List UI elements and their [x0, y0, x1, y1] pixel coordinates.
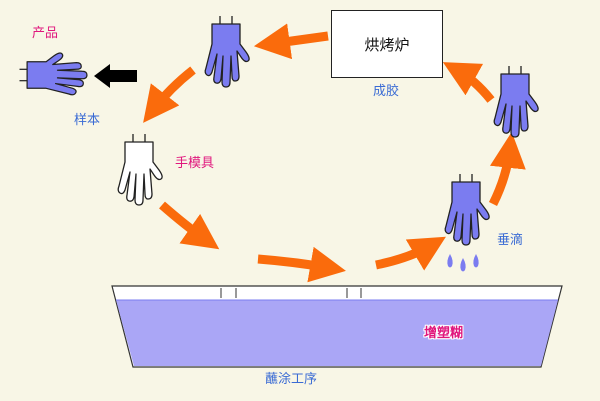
arrow-oven-to-hand [253, 23, 329, 60]
glove-icon [444, 173, 490, 246]
dripping-label: 垂滴 [497, 233, 524, 248]
gelation-label: 成胶 [373, 84, 400, 99]
pvc-paste-label: 增塑糊 [424, 326, 464, 341]
glove-icon [18, 52, 88, 96]
glove-icon [493, 65, 539, 138]
arrow-tank-to-drip [375, 236, 446, 271]
process-arrows [143, 23, 526, 283]
sample-label: 样本 [74, 113, 101, 128]
arrow-mold-to-tank [159, 201, 220, 250]
product-label: 产品 [32, 26, 59, 41]
dipping-process-label: 蘸涂工序 [265, 372, 318, 387]
oven-label: 烘烤炉 [364, 35, 410, 54]
dipping-tank [111, 285, 563, 368]
arrow-left-icon [94, 64, 137, 88]
hand-mold-label: 手模具 [175, 156, 215, 171]
glove-icon [204, 15, 250, 88]
hand-mold-icon [117, 133, 163, 206]
arrow-tank-middle [257, 246, 346, 283]
arrow-hand-to-sample [143, 66, 196, 123]
drip-icon [447, 254, 479, 272]
arrow-drip-to-gelation [488, 131, 526, 207]
oven-box: 烘烤炉 [331, 10, 443, 78]
arrow-gelation-to-oven [442, 62, 495, 103]
